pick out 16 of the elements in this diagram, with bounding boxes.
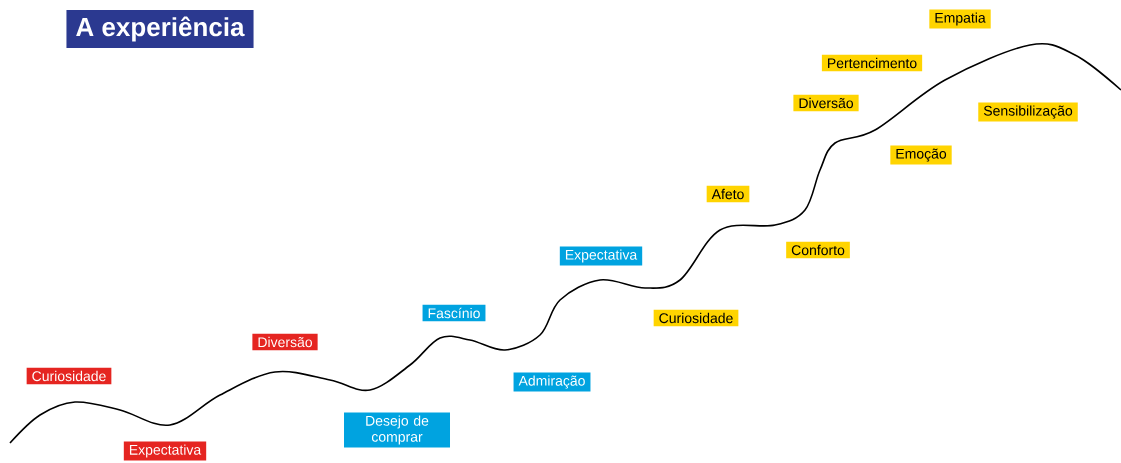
feeling-label: Conforto xyxy=(786,241,850,259)
feeling-label: Desejo de comprar xyxy=(344,412,450,448)
feeling-label: Sensibilização xyxy=(978,102,1078,122)
title: A experiência xyxy=(66,10,254,48)
feeling-label: Curiosidade xyxy=(653,309,739,327)
feeling-label: Diversão xyxy=(252,333,318,351)
feeling-label: Diversão xyxy=(793,94,859,112)
feeling-label: Curiosidade xyxy=(26,367,112,385)
feeling-label: Expectativa xyxy=(123,441,207,461)
feeling-label: Emoção xyxy=(890,145,952,165)
feeling-label: Pertencimento xyxy=(821,54,923,72)
feeling-label: Afeto xyxy=(706,185,750,203)
feeling-label: Expectativa xyxy=(559,246,643,266)
feeling-label: Empatia xyxy=(929,9,991,29)
feeling-label: Admiração xyxy=(513,372,591,392)
feeling-label: Fascínio xyxy=(422,304,486,322)
